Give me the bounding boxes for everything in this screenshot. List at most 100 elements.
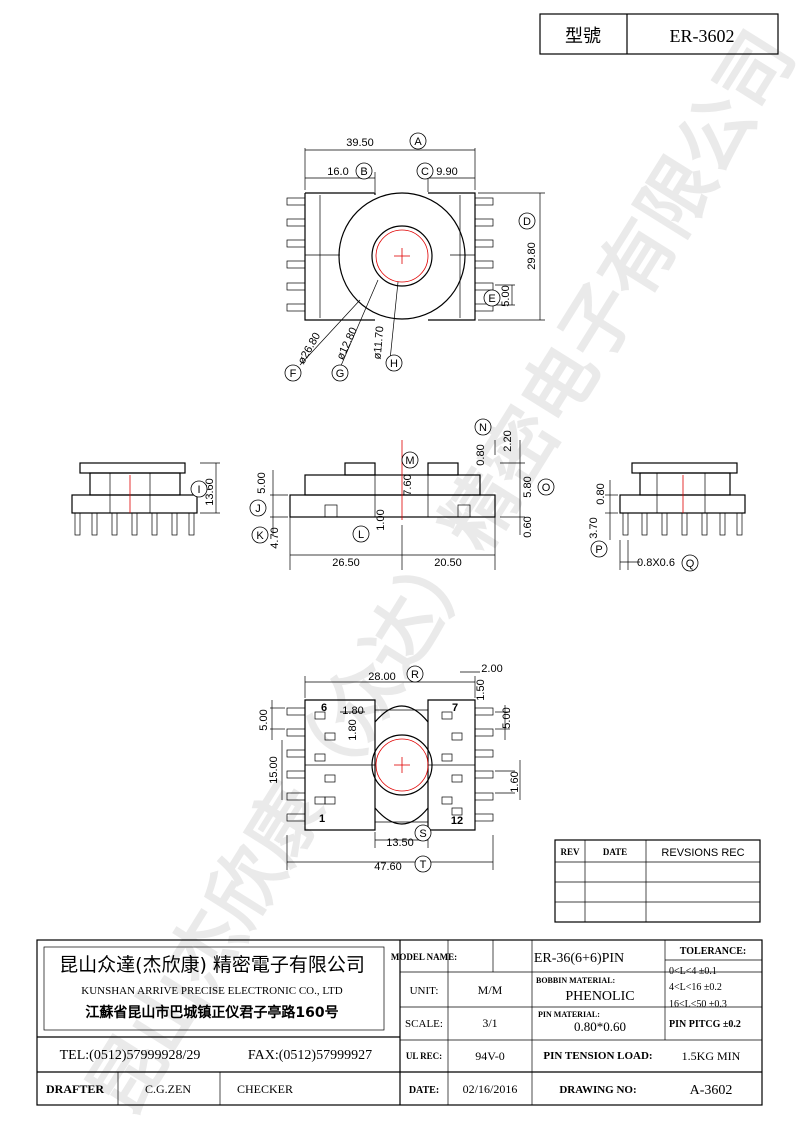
dim-n2: 2.20 (502, 430, 514, 451)
tag-p: P (595, 544, 602, 556)
dim-5-00-left: 5.00 (258, 709, 270, 730)
tag-e: E (488, 293, 495, 305)
dim-26-50: 26.50 (332, 557, 360, 569)
pin-7-label: 7 (452, 702, 458, 714)
dim-m: 7.60 (402, 474, 414, 495)
unit-label: UNIT: (410, 985, 439, 997)
dim-o: 5.80 (522, 476, 534, 497)
left-side-view: 13.60 I (71, 462, 220, 536)
revision-table: REV DATE REVSIONS REC (554, 839, 761, 923)
model-value: ER-3602 (670, 26, 735, 46)
company-en: KUNSHAN ARRIVE PRECISE ELECTRONIC CO., L… (81, 985, 343, 997)
tag-n: N (479, 422, 487, 434)
dim-1-80-a: 1.80 (342, 705, 363, 717)
pin-1-label: 1 (319, 813, 325, 825)
date-label: DATE: (409, 1085, 439, 1096)
revisions-header: REVSIONS REC (661, 847, 744, 859)
tag-j: J (255, 503, 261, 515)
dim-c: 9.90 (436, 166, 457, 178)
dim-p: 3.70 (588, 517, 600, 538)
tolerance-1: 0<L<4 ±0.1 (669, 966, 717, 977)
date-header: DATE (603, 847, 627, 857)
dim-2-00: 2.00 (481, 663, 502, 675)
dim-t: 47.60 (374, 861, 402, 873)
scale-label: SCALE: (405, 1018, 443, 1030)
dim-q: 0.8X0.6 (637, 557, 675, 569)
company-address: 江蘇省昆山市巴城镇正仪君子亭路160号 (85, 1004, 338, 1021)
dim-1-80-b: 1.80 (347, 719, 359, 740)
fax: FAX:(0512)57999927 (248, 1048, 372, 1063)
ul-label: UL REC: (406, 1051, 442, 1061)
pin-6-label: 6 (321, 702, 327, 714)
tag-t: T (420, 859, 427, 871)
tag-h: H (390, 358, 398, 370)
tag-c: C (421, 166, 429, 178)
scale-value: 3/1 (482, 1016, 497, 1030)
tag-l: L (358, 529, 364, 541)
drawing-label: DRAWING NO: (559, 1084, 636, 1096)
dim-1-50: 1.50 (475, 679, 487, 700)
tag-a: A (414, 136, 422, 148)
tag-q: Q (686, 558, 695, 570)
tolerance-2: 4<L<16 ±0.2 (669, 982, 722, 993)
dim-r: 28.00 (368, 671, 396, 683)
drawing-value: A-3602 (690, 1083, 733, 1098)
date-value: 02/16/2016 (463, 1082, 518, 1096)
dim-f: ø26.80 (296, 331, 324, 367)
bobbin-value: PHENOLIC (565, 989, 634, 1004)
header-box: 型號 ER-3602 (539, 13, 779, 55)
pin-12-label: 12 (451, 815, 463, 827)
tag-i: I (197, 484, 200, 496)
tag-r: R (411, 669, 419, 681)
dim-15-00: 15.00 (268, 756, 280, 784)
model-name: ER-36(6+6)PIN (534, 951, 624, 966)
dim-0-60: 0.60 (522, 516, 534, 537)
tag-o: O (542, 482, 551, 494)
dim-0-80-right: 0.80 (595, 483, 607, 504)
pin-material-value: 0.80*0.60 (574, 1019, 626, 1034)
tag-d: D (523, 216, 531, 228)
dim-i: 13.60 (204, 478, 216, 506)
dim-l: 1.00 (375, 509, 387, 530)
dim-j: 5.00 (256, 472, 268, 493)
company-cn: 昆山众達(杰欣康) 精密電子有限公司 (59, 954, 365, 976)
model-name-label: MODEL NAME: (391, 952, 457, 962)
dim-h: ø11.70 (372, 326, 387, 360)
center-side-view: 5.00 4.70 26.50 20.50 7.60 1.00 0.80 2.2… (249, 418, 555, 570)
tolerance-3: 16<L<50 ±0.3 (669, 999, 727, 1010)
unit-value: M/M (478, 983, 503, 997)
dim-e: 5.00 (500, 285, 512, 306)
top-view: 39.50 16.0 9.90 29.80 5.00 ø26.80 ø12.80… (284, 132, 545, 382)
tag-g: G (336, 368, 345, 380)
pin-material-label: PIN MATERIAL: (538, 1010, 600, 1019)
bottom-view: 28.00 2.00 1.50 5.00 1.80 1.80 5.00 15.0… (258, 663, 521, 873)
bobbin-label: BOBBIN MATERIAL: (536, 976, 615, 985)
dim-d: 29.80 (526, 242, 538, 270)
drafter-label: DRAFTER (46, 1082, 104, 1096)
dim-n: 0.80 (475, 444, 487, 465)
dim-k: 4.70 (269, 527, 281, 548)
tension-label: PIN TENSION LOAD: (543, 1050, 652, 1062)
rev-header: REV (560, 847, 580, 857)
model-label: 型號 (565, 26, 601, 47)
tolerance-label: TOLERANCE: (680, 946, 747, 957)
dim-b: 16.0 (327, 166, 348, 178)
title-block: 昆山众達(杰欣康) 精密電子有限公司 KUNSHAN ARRIVE PRECIS… (36, 939, 763, 1106)
tolerance-4: PIN PITCG ±0.2 (669, 1019, 741, 1030)
tension-value: 1.5KG MIN (682, 1049, 741, 1063)
dim-5-00-right: 5.00 (501, 707, 513, 728)
dim-g: ø12.80 (335, 326, 360, 362)
tag-s: S (419, 828, 426, 840)
tag-m: M (405, 455, 414, 467)
dim-20-50: 20.50 (434, 557, 462, 569)
right-side-view: 0.80 3.70 0.8X0.6 P Q (588, 462, 746, 572)
tel: TEL:(0512)57999928/29 (60, 1048, 201, 1063)
tag-f: F (290, 368, 297, 380)
tag-k: K (256, 530, 264, 542)
dim-s: 13.50 (386, 837, 414, 849)
dim-a: 39.50 (346, 137, 374, 149)
checker-label: CHECKER (237, 1082, 293, 1096)
dim-1-60: 1.60 (509, 771, 521, 792)
tag-b: B (360, 166, 367, 178)
